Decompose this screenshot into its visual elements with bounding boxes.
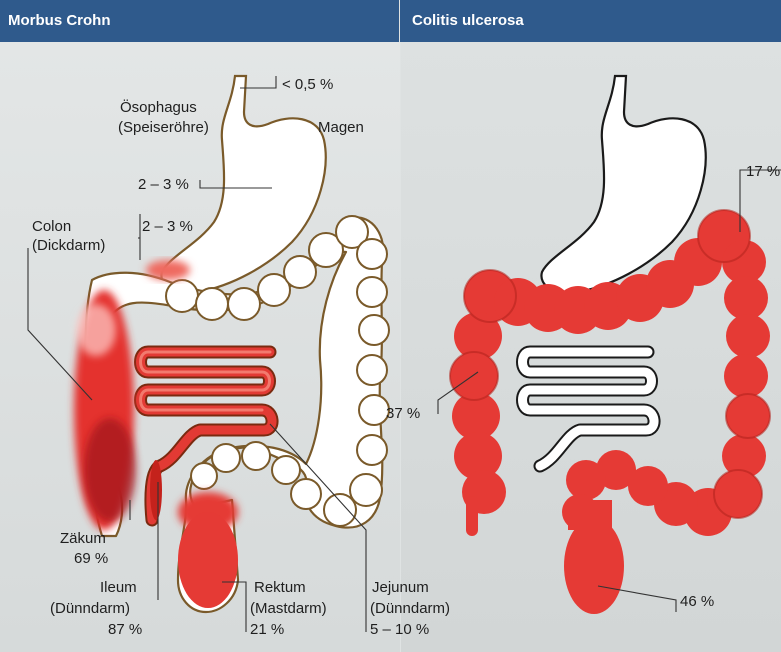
label-magen: Magen: [318, 119, 364, 136]
label-rektum-pct: 21 %: [250, 621, 284, 638]
label-rektum: Rektum: [254, 579, 306, 596]
label-oesophagus-sub: (Speiseröhre): [118, 119, 209, 136]
label-jejunum-pct: 5 – 10 %: [370, 621, 429, 638]
label-colitis-colon-left-pct: 37 %: [386, 405, 420, 422]
label-zaekum-pct: 69 %: [74, 550, 108, 567]
label-magen-pct: 2 – 3 %: [138, 176, 189, 193]
label-zaekum: Zäkum: [60, 530, 106, 547]
label-ileum-sub: (Dünndarm): [50, 600, 130, 617]
label-colitis-colon-right-pct: 17 %: [746, 163, 780, 180]
label-colon: Colon: [32, 218, 71, 235]
crohn-jejunum-label: Jejunum (Dünndarm) 5 – 10 %: [370, 579, 450, 638]
label-oesophagus-pct: < 0,5 %: [282, 76, 333, 93]
label-colon-sub: (Dickdarm): [32, 237, 105, 254]
colitis-digestive-tract: [438, 76, 781, 614]
label-rektum-sub: (Mastdarm): [250, 600, 327, 617]
label-jejunum-sub: (Dünndarm): [370, 600, 450, 617]
colitis-small-intestine: [523, 352, 655, 466]
label-ileum: Ileum: [100, 579, 137, 596]
label-duodenum-pct: 2 – 3 %: [142, 218, 193, 235]
label-jejunum: Jejunum: [372, 579, 429, 596]
label-oesophagus: Ösophagus: [120, 98, 197, 116]
crohn-digestive-tract: < 0,5 % Ösophagus (Speiseröhre) Magen 2 …: [28, 76, 389, 638]
label-colitis-rektum-pct: 46 %: [680, 593, 714, 610]
label-ileum-pct: 87 %: [108, 621, 142, 638]
